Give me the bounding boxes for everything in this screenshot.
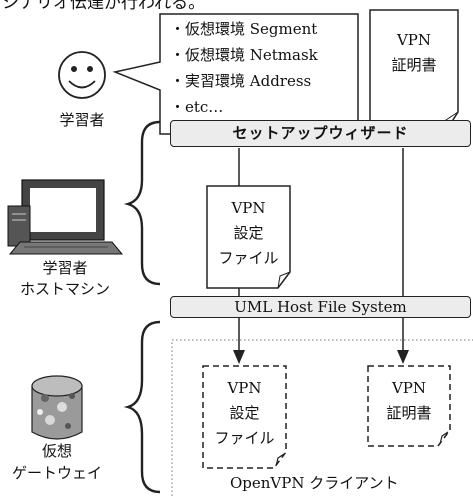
- gateway-label: 仮想 ゲートウェイ: [0, 440, 114, 484]
- config-doc-bottom-shape: [202, 365, 287, 469]
- brace-host: [123, 120, 161, 286]
- cert-doc-top-line1: VPN: [396, 31, 432, 49]
- config-doc-bottom-line2: 設定: [229, 404, 260, 422]
- cert-doc-bottom-line1: VPN: [391, 379, 427, 397]
- arrow-cert: [397, 350, 409, 364]
- cert-doc-top-line2: 証明書: [391, 56, 437, 74]
- openvpn-client-region: [171, 339, 473, 496]
- config-doc-bottom-line1: VPN: [227, 379, 262, 397]
- gateway-label-line1: 仮想: [41, 442, 72, 460]
- bubble-item: ・etc…: [170, 98, 224, 116]
- host-computer-icon: [7, 179, 124, 255]
- brace-gateway: [123, 320, 161, 494]
- host-label-line2: ホストマシン: [19, 280, 110, 298]
- cert-doc-bottom-shape: [367, 365, 451, 447]
- uml-host-fs-bar: UML Host File System: [170, 296, 471, 318]
- host-machine-label: 学習者 ホストマシン: [0, 258, 130, 300]
- gateway-cylinder-icon: [31, 375, 83, 440]
- config-doc-mid-line1: VPN: [231, 199, 266, 217]
- bubble-item: ・実習環境 Address: [170, 72, 312, 90]
- setup-wizard-label: セットアップウィザード: [232, 124, 409, 142]
- cert-doc-top: VPN 証明書: [370, 28, 458, 78]
- setup-wizard-bar: セットアップウィザード: [170, 120, 471, 147]
- header-cut-text: シナリオ伝達が行われる。: [2, 0, 206, 13]
- speech-bubble-shape: [112, 13, 359, 135]
- bubble-item: ・仮想環境 Segment: [170, 20, 318, 38]
- config-doc-mid-line2: 設定: [233, 224, 264, 242]
- uml-host-fs-label: UML Host File System: [234, 298, 407, 316]
- cert-doc-bottom: VPN 証明書: [368, 376, 450, 426]
- arrow-config: [233, 350, 245, 364]
- cert-doc-bottom-line2: 証明書: [386, 404, 432, 422]
- gateway-label-line2: ゲートウェイ: [11, 464, 102, 482]
- config-doc-mid: VPN 設定 ファイル: [207, 196, 290, 271]
- host-label-line1: 学習者: [42, 259, 88, 277]
- learner-face-icon: [58, 51, 106, 99]
- config-doc-mid-shape: [206, 185, 291, 289]
- openvpn-client-label: OpenVPN クライアント: [230, 474, 399, 492]
- bubble-item: ・仮想環境 Netmask: [170, 46, 318, 64]
- config-doc-bottom-line3: ファイル: [214, 429, 275, 447]
- speech-bubble-list: ・仮想環境 Segment ・仮想環境 Netmask ・実習環境 Addres…: [170, 16, 318, 120]
- config-doc-mid-line3: ファイル: [218, 249, 279, 267]
- config-doc-bottom: VPN 設定 ファイル: [203, 376, 286, 451]
- learner-label: 学習者: [59, 111, 105, 129]
